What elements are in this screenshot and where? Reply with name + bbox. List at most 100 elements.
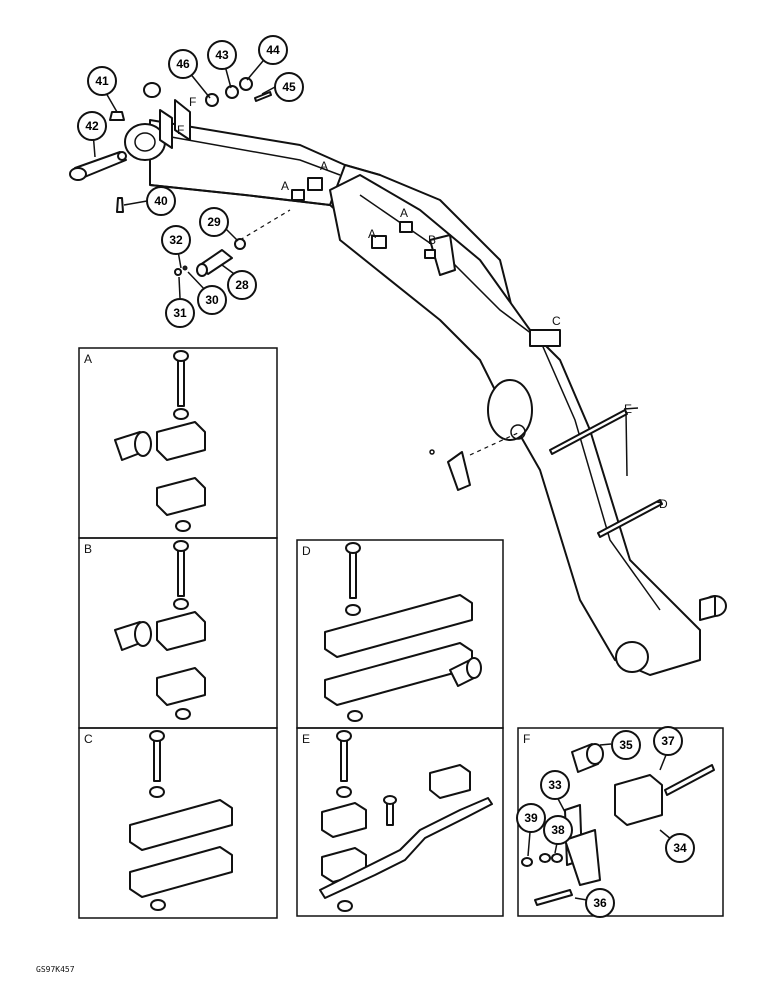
callout-30-text: 30 bbox=[205, 293, 219, 307]
callout-32: 32 bbox=[161, 225, 191, 255]
callout-42-text: 42 bbox=[85, 119, 99, 133]
panel-b-clamp-bottom bbox=[156, 667, 206, 706]
f-bolt-36 bbox=[534, 889, 573, 906]
label-a-1: A bbox=[281, 179, 289, 193]
callout-35-text: 35 bbox=[619, 738, 633, 752]
label-a-3: A bbox=[400, 206, 408, 220]
cotter-45 bbox=[254, 91, 272, 102]
boom-bracket bbox=[429, 234, 456, 276]
clamp-bar-d bbox=[597, 499, 663, 538]
callout-41-text: 41 bbox=[95, 74, 109, 88]
callout-33-text: 33 bbox=[548, 778, 562, 792]
label-f-2: F bbox=[177, 123, 184, 137]
callout-35: 35 bbox=[611, 730, 641, 760]
callout-45: 45 bbox=[274, 72, 304, 102]
panel-b-label: B bbox=[84, 542, 92, 556]
panel-b-washer bbox=[173, 598, 189, 610]
screw-31 bbox=[174, 268, 182, 276]
panel-d: D bbox=[296, 539, 504, 729]
panel-e-clamp-top bbox=[321, 802, 367, 838]
label-d: D bbox=[659, 497, 668, 511]
clamp-a2 bbox=[291, 189, 305, 201]
callout-28: 28 bbox=[227, 270, 257, 300]
panel-e-clamp-right bbox=[429, 764, 471, 799]
label-f-1: F bbox=[189, 95, 196, 109]
washer-top bbox=[143, 82, 161, 98]
callout-36: 36 bbox=[585, 888, 615, 918]
label-a-4: A bbox=[368, 227, 376, 241]
callout-46-text: 46 bbox=[176, 57, 190, 71]
callout-31-text: 31 bbox=[173, 306, 187, 320]
panel-b-nut bbox=[175, 708, 191, 720]
panel-e-label: E bbox=[302, 732, 310, 746]
callout-34: 34 bbox=[665, 833, 695, 863]
callout-39: 39 bbox=[516, 803, 546, 833]
callout-29-text: 29 bbox=[207, 215, 221, 229]
panel-c-clamp-bottom bbox=[129, 846, 233, 898]
knuckle-pin bbox=[447, 451, 471, 491]
clamp-c bbox=[529, 329, 561, 347]
callout-31: 31 bbox=[165, 298, 195, 328]
panel-c-clamp-top bbox=[129, 799, 233, 851]
callout-44-text: 44 bbox=[266, 43, 280, 57]
boom-letter-labels: F F A A A A B C E D bbox=[177, 95, 668, 511]
callout-37: 37 bbox=[653, 726, 683, 756]
panel-d-nut bbox=[347, 710, 363, 722]
clamp-bar-e bbox=[549, 409, 628, 455]
callout-29: 29 bbox=[199, 207, 229, 237]
bolt-40 bbox=[116, 197, 124, 213]
callout-40-text: 40 bbox=[154, 194, 168, 208]
panel-d-washer bbox=[345, 604, 361, 616]
callout-45-text: 45 bbox=[282, 80, 296, 94]
top-small-parts bbox=[69, 77, 272, 277]
callout-41: 41 bbox=[87, 66, 117, 96]
panel-e-bolt-1 bbox=[340, 735, 348, 782]
panel-a-clamp-top bbox=[156, 421, 206, 461]
callout-36-text: 36 bbox=[593, 896, 607, 910]
callout-44: 44 bbox=[258, 35, 288, 65]
callout-39-text: 39 bbox=[524, 811, 538, 825]
label-e: E bbox=[624, 402, 632, 416]
panel-a-nut bbox=[175, 520, 191, 532]
label-b: B bbox=[428, 233, 436, 247]
panel-a-label: A bbox=[84, 352, 92, 366]
nut-44 bbox=[239, 77, 253, 91]
clamp-b bbox=[424, 249, 436, 259]
panel-d-clamp-top bbox=[324, 594, 473, 658]
callout-46: 46 bbox=[168, 49, 198, 79]
panel-e-nut bbox=[337, 900, 353, 912]
panel-b-bolt bbox=[177, 545, 185, 597]
panel-c-nut bbox=[150, 899, 166, 911]
panel-d-bolt bbox=[349, 547, 357, 599]
panel-c-bolt bbox=[153, 735, 161, 782]
callout-42: 42 bbox=[77, 111, 107, 141]
clamp-a3 bbox=[371, 235, 387, 249]
panel-d-label: D bbox=[302, 544, 311, 558]
panel-f: F bbox=[517, 727, 724, 917]
callout-43: 43 bbox=[207, 40, 237, 70]
panel-b: B bbox=[78, 537, 278, 729]
panel-f-label: F bbox=[523, 732, 530, 746]
panel-c: C bbox=[78, 727, 278, 919]
label-c: C bbox=[552, 314, 561, 328]
f-nut-39 bbox=[521, 857, 533, 867]
nut-41 bbox=[109, 111, 125, 121]
callout-33: 33 bbox=[540, 770, 570, 800]
drawing-code: GS97K457 bbox=[36, 965, 75, 974]
panel-c-label: C bbox=[84, 732, 93, 746]
ball-30 bbox=[182, 265, 188, 271]
boom-assembly bbox=[124, 99, 727, 676]
f-clamp-34 bbox=[614, 774, 663, 826]
callout-40: 40 bbox=[146, 186, 176, 216]
panel-e: E bbox=[296, 727, 504, 917]
panel-a-washer bbox=[173, 408, 189, 420]
clamp-a1 bbox=[307, 177, 323, 191]
callout-37-text: 37 bbox=[661, 734, 675, 748]
clamp-a4 bbox=[399, 221, 413, 233]
panel-b-clamp-top bbox=[156, 611, 206, 651]
panel-a-bolt bbox=[177, 355, 185, 407]
label-a-2: A bbox=[320, 159, 328, 173]
callout-38-text: 38 bbox=[551, 823, 565, 837]
callout-28-text: 28 bbox=[235, 278, 249, 292]
